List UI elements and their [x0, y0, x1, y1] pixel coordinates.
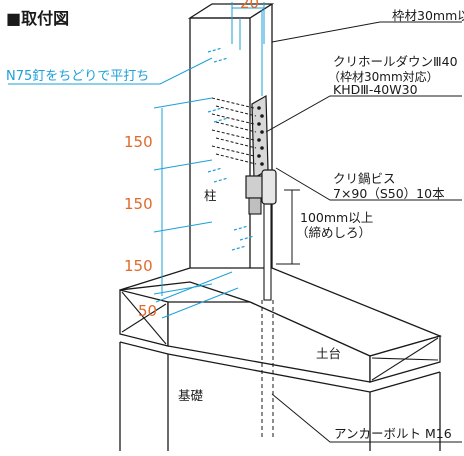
label-tightening-note: （締めしろ） — [296, 225, 371, 240]
sill-end-marks — [121, 291, 439, 381]
foundation — [119, 341, 441, 451]
label-hold-down-note: （枠材30mm対応） — [328, 70, 439, 84]
label-tightening-margin: 100mm以上 — [300, 210, 373, 225]
label-anchor-bolt: アンカーボルト M16 — [334, 426, 452, 441]
nail-leader — [8, 57, 213, 85]
frame-boundary — [239, 10, 263, 96]
diagram-title: ■取付図 — [6, 9, 69, 28]
label-screw-name: クリ鍋ビス — [333, 171, 396, 186]
leader-lines — [265, 21, 462, 443]
label-hold-down-model: KHDⅢ-40W30 — [333, 82, 418, 97]
label-frame-inside: 枠材30mm以内 — [392, 8, 464, 23]
label-column: 柱 — [204, 188, 217, 203]
screws — [211, 97, 257, 165]
dim-vertical-3: 150 — [124, 257, 153, 275]
dim-bottom: 50 — [138, 302, 157, 320]
label-foundation: 基礎 — [178, 388, 204, 403]
dim-vertical-2: 150 — [124, 195, 153, 213]
label-screw-spec: 7×90（S50）10本 — [333, 186, 445, 201]
dim-top-width: 20 — [240, 0, 259, 12]
label-sill: 土台 — [316, 346, 341, 361]
hold-down-bracket — [245, 94, 277, 215]
nails — [207, 47, 255, 251]
dim-vertical-1: 150 — [124, 133, 153, 151]
label-nail-note: N75釘をちどりで平打ち — [6, 68, 149, 84]
label-hold-down-name: クリホールダウンⅢ40 — [333, 54, 458, 69]
margin-dimension — [276, 189, 300, 265]
dimension-lines — [153, 2, 265, 319]
